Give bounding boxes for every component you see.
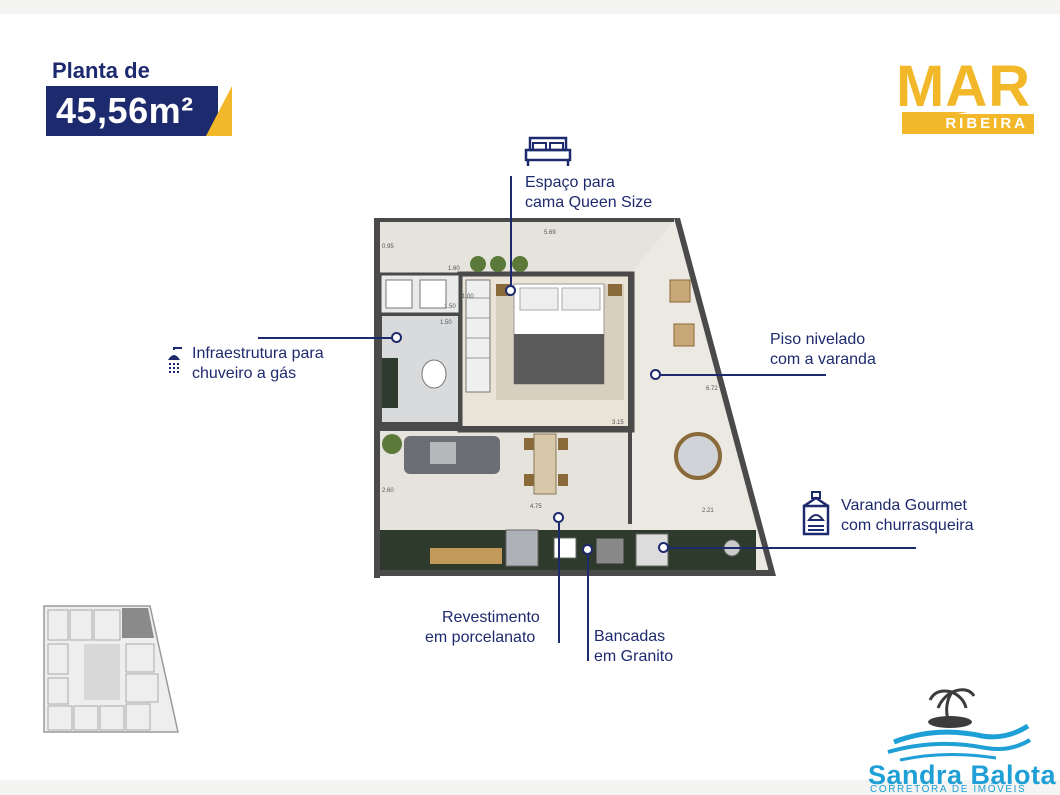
gourmet-marker xyxy=(658,542,669,553)
bed-icon xyxy=(524,136,572,166)
shower-leader-line xyxy=(258,337,392,339)
ribeira-banner xyxy=(902,112,1034,134)
gourmet-label-line1: Varanda Gourmet xyxy=(841,497,967,514)
floor-level-marker xyxy=(650,369,661,380)
dim-top: 5.69 xyxy=(544,230,556,236)
tiles-leader-line xyxy=(558,523,560,643)
area-badge: 45,56m² xyxy=(46,86,232,136)
dim-bath-small: 1.60 xyxy=(448,266,460,272)
floor-level-label-line2: com a varanda xyxy=(770,351,876,368)
shower-icon xyxy=(168,347,182,373)
counters-label-line2: em Granito xyxy=(594,648,674,665)
dim-living-h: 2.60 xyxy=(382,488,394,494)
gourmet-label-line2: com churrasqueira xyxy=(841,517,974,534)
bed-label-line1: Espaço para xyxy=(525,174,615,191)
shower-marker xyxy=(391,332,402,343)
building-key-plan xyxy=(43,605,179,733)
brand-name: Sandra Balota xyxy=(868,760,1057,790)
bed-marker xyxy=(505,285,516,296)
palm-wave-logo-icon xyxy=(887,688,1032,762)
counters-marker xyxy=(582,544,593,555)
dim-living-w: 4.75 xyxy=(530,504,542,510)
grill-icon xyxy=(802,491,830,536)
area-value: 45,56m² xyxy=(56,90,194,131)
dim-bath-h: 1.50 xyxy=(440,320,452,326)
brand-tagline: CORRETORA DE IMÓVEIS xyxy=(870,784,1027,795)
tiles-marker xyxy=(553,512,564,523)
floor-level-leader-line xyxy=(660,374,826,376)
title-label: Planta de xyxy=(52,58,150,83)
dim-balcony-w: 2.21 xyxy=(702,508,714,514)
gourmet-leader-line xyxy=(668,547,916,549)
shower-label-line1: Infraestrutura para xyxy=(192,345,324,362)
dim-closet: 1.00 xyxy=(462,294,474,300)
counters-leader-line xyxy=(587,555,589,661)
counters-label-line1: Bancadas xyxy=(594,628,666,645)
dim-left-top: 0.95 xyxy=(382,244,394,250)
dim-bed-w: 3.15 xyxy=(612,420,624,426)
ribeira-text: RIBEIRA xyxy=(945,115,1028,132)
dim-right-side: 6.72 xyxy=(706,386,718,392)
shower-label-line2: chuveiro a gás xyxy=(192,365,297,382)
dim-bath-w: 1.50 xyxy=(444,304,456,310)
floor-plan: 5.69 0.95 1.50 1.00 1.50 1.60 3.15 6.72 … xyxy=(374,218,776,578)
tiles-label-line2: em porcelanato xyxy=(425,629,536,646)
bed-leader-line xyxy=(510,176,512,286)
mar-logo: MAR xyxy=(896,54,1032,119)
tiles-label-line1: Revestimento xyxy=(442,609,540,626)
bed-label-line2: cama Queen Size xyxy=(525,194,653,211)
floor-level-label-line1: Piso nivelado xyxy=(770,331,866,348)
